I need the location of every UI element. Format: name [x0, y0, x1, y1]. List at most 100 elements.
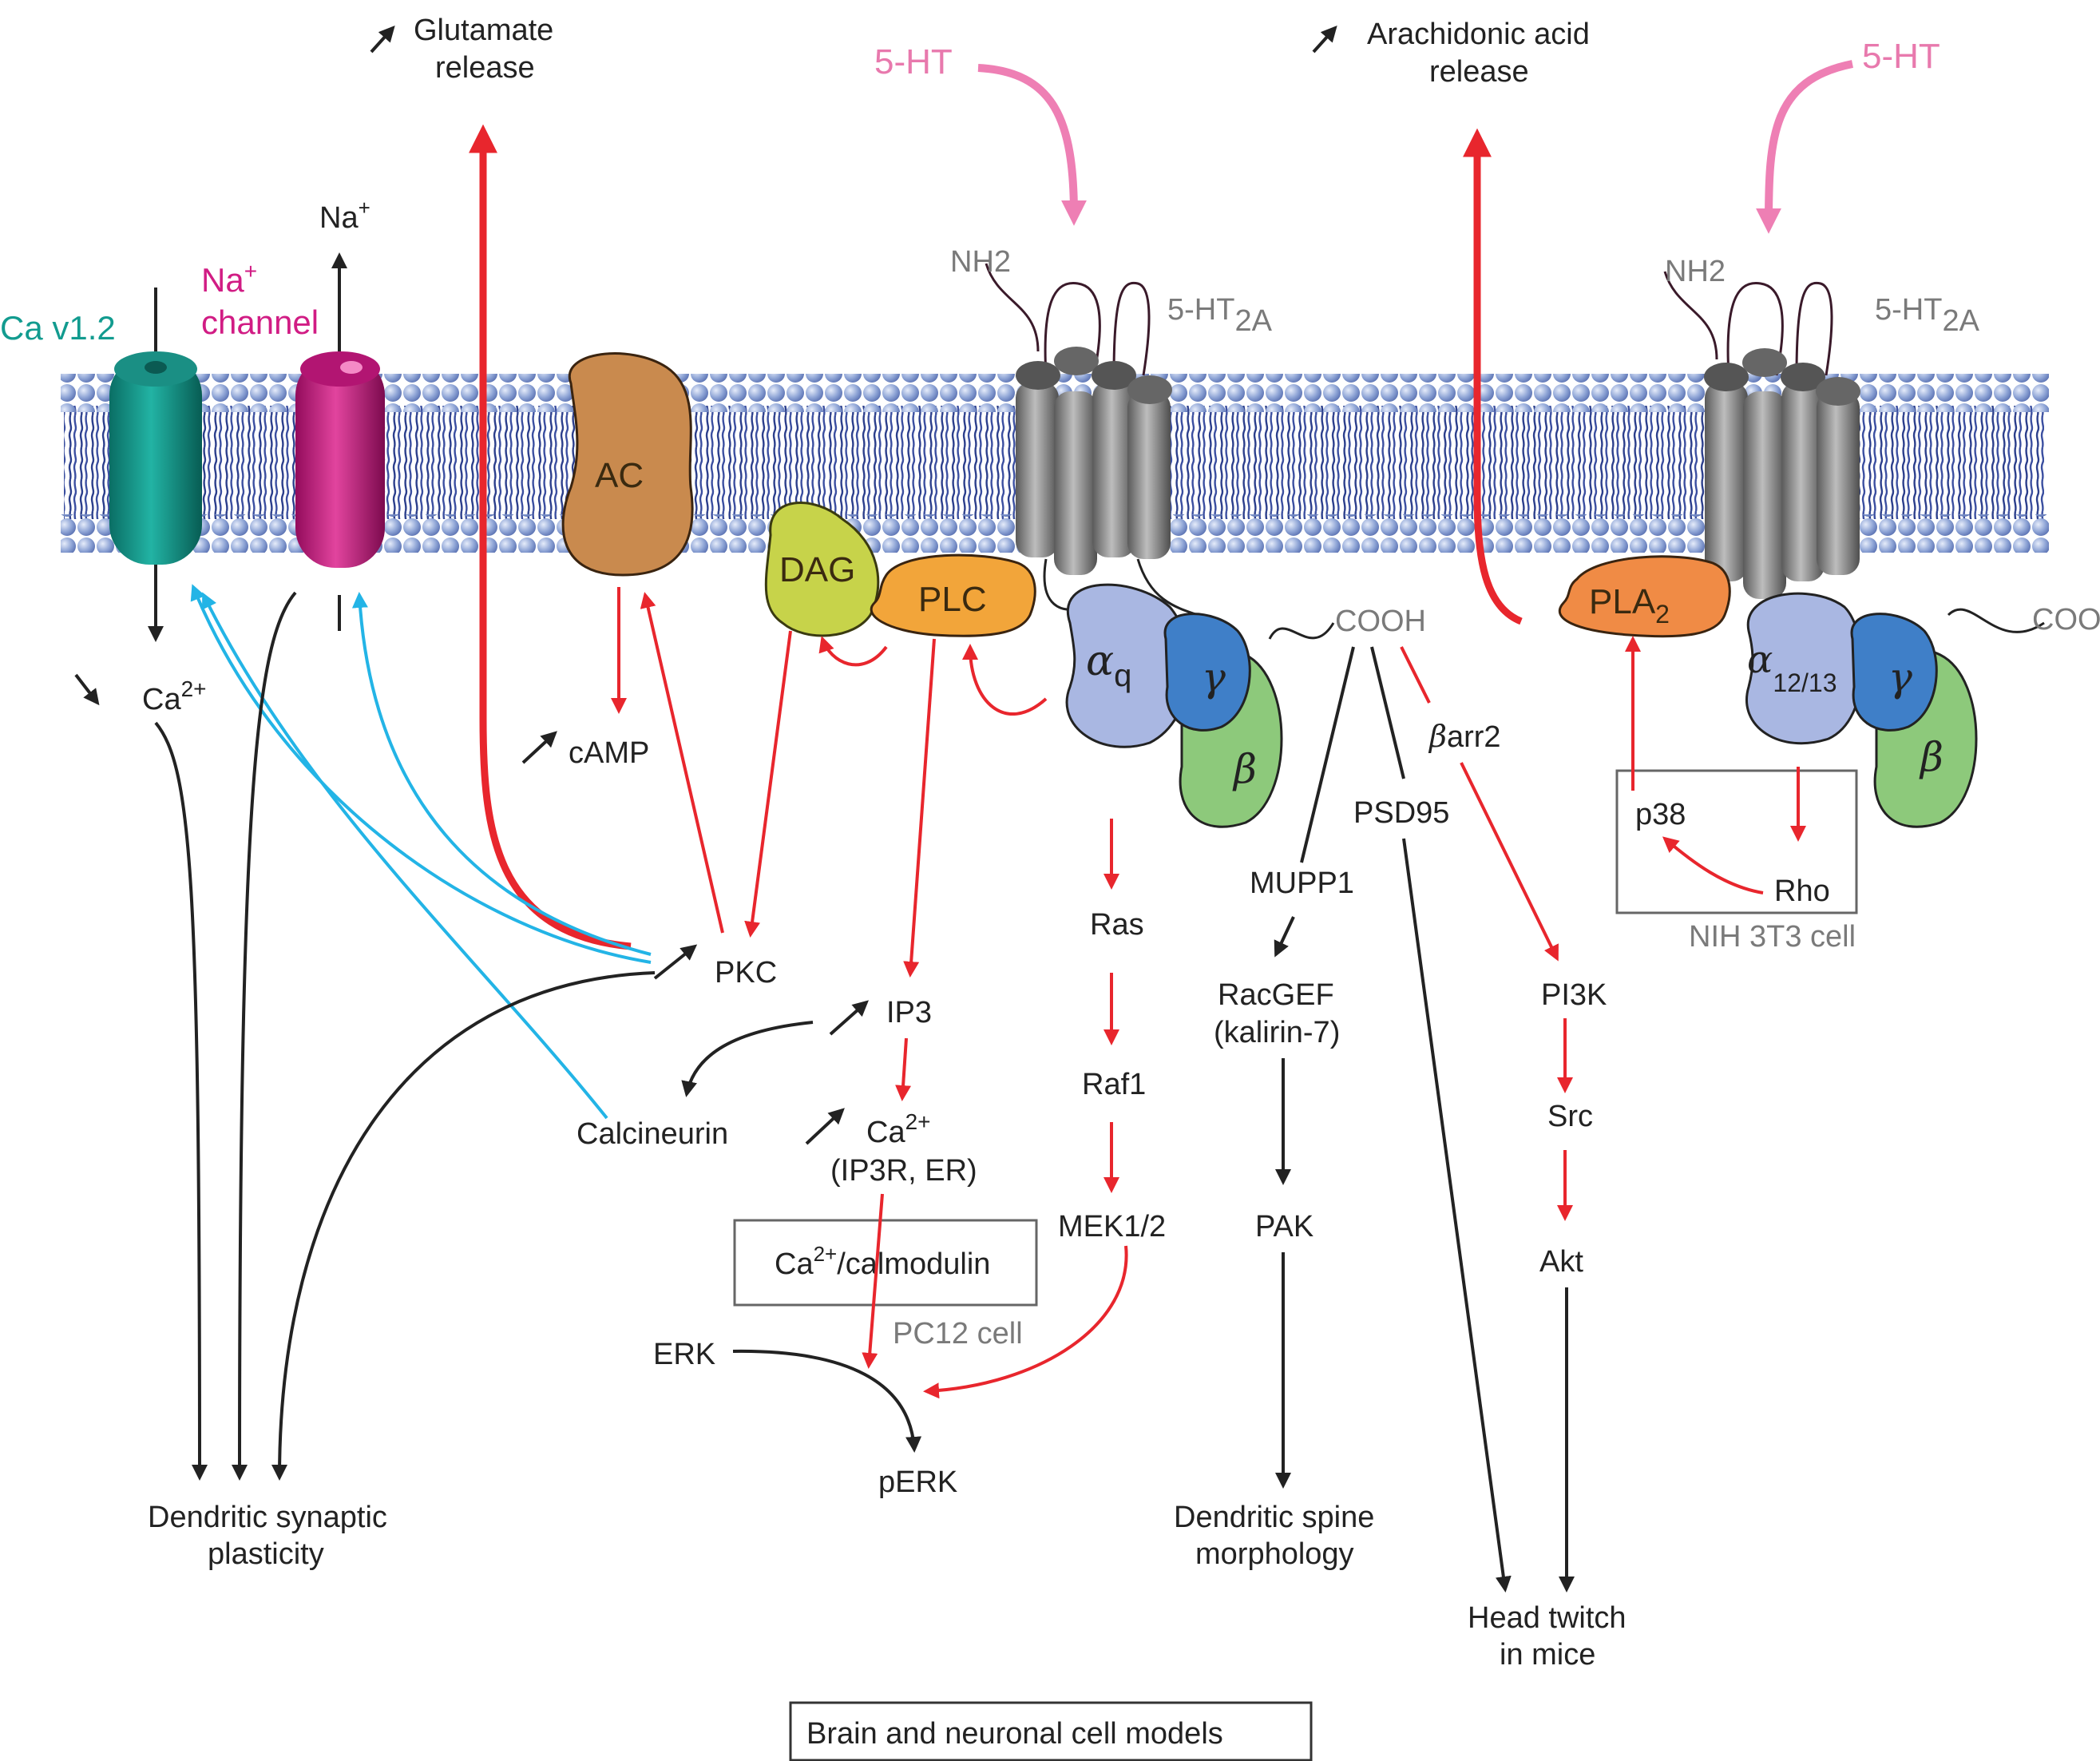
- pla2-label-main: PLA: [1589, 582, 1656, 621]
- receptor1-title: 5-HT2A: [1167, 293, 1273, 338]
- rho-to-p38-arrow: [1662, 836, 1764, 894]
- galphaq-to-plc-arrow: [962, 644, 1048, 716]
- nih3t3-label: NIH 3T3 cell: [1689, 920, 1856, 954]
- glutamate-label-line1: Glutamate: [414, 14, 553, 47]
- headtwitch-label-line2: in mice: [1500, 1638, 1595, 1672]
- gbeta-1-label: β: [1232, 746, 1257, 792]
- racgef-label-line1: RacGEF: [1218, 978, 1334, 1012]
- plasticity-label-line1: Dendritic synaptic: [148, 1501, 387, 1534]
- ca-er-up-icon: [805, 1108, 845, 1145]
- galpha-12-13-greek: α: [1747, 637, 1773, 682]
- na-channel: [295, 252, 385, 631]
- glutamate-up-icon: [370, 26, 395, 54]
- ggamma-2-label: γ: [1888, 654, 1912, 700]
- gbeta-2-label: β: [1919, 734, 1943, 780]
- calmodulin-sup: 2+: [814, 1242, 838, 1266]
- pkc-inhibit-ca-channel-arrow: [190, 584, 652, 964]
- ca-er-main: Ca: [866, 1116, 905, 1149]
- ras-label: Ras: [1090, 908, 1144, 942]
- dag-label: DAG: [779, 550, 855, 589]
- pkc-label: PKC: [715, 956, 777, 990]
- arachidonic-release-arrow: [1463, 128, 1523, 625]
- cooh-to-psd95-line: [1370, 646, 1405, 779]
- headtwitch-label-line1: Head twitch: [1468, 1601, 1627, 1635]
- receptor1-cooh: COOH: [1335, 605, 1426, 638]
- barr2-to-pi3k-arrow: [1460, 762, 1559, 962]
- na-channel-label-line2: channel: [201, 303, 319, 341]
- ac-protein: [561, 352, 694, 577]
- racgef-label-line2: (kalirin-7): [1214, 1016, 1340, 1049]
- camp-label: cAMP: [569, 736, 649, 770]
- mupp1-to-racgef-arrow: [1274, 916, 1295, 958]
- ca-er-sublabel: (IP3R, ER): [830, 1154, 977, 1188]
- ca-channel: [109, 288, 202, 642]
- akt-label: Akt: [1539, 1245, 1583, 1279]
- ip3-to-calcineurin-arrow: [681, 1021, 814, 1097]
- cooh-to-mupp1-line: [1300, 646, 1355, 863]
- ca-label-sup: 2+: [181, 676, 207, 701]
- ca-to-perk-arrow: [862, 1193, 884, 1369]
- dag-to-pkc-arrow: [744, 630, 792, 938]
- pla2-label-sub: 2: [1655, 600, 1670, 629]
- serotonin-arrow-left: [977, 64, 1087, 226]
- receptor1-title-main: 5-HT: [1167, 293, 1234, 327]
- glutamate-release-arrow: [469, 124, 632, 950]
- spine-label-line1: Dendritic spine: [1174, 1501, 1374, 1534]
- plc-to-ip3-arrow: [903, 638, 936, 978]
- rho-label: Rho: [1774, 875, 1830, 908]
- receptor1-nh2: NH2: [950, 245, 1011, 279]
- barr2-greek: β: [1428, 719, 1447, 754]
- dag-molecule: [764, 502, 880, 637]
- glutamate-label-line2: release: [435, 51, 535, 85]
- pc12-label: PC12 cell: [893, 1317, 1023, 1350]
- calcineurin-inhibit-arrow: [202, 592, 608, 1120]
- serotonin-label-right: 5-HT: [1862, 37, 1940, 76]
- footer-box: [789, 1701, 1313, 1761]
- ca-er-label: Ca2+: [866, 1109, 931, 1149]
- ca-channel-label: Ca v1.2: [0, 309, 116, 347]
- na-channel-label-sup: +: [244, 259, 257, 284]
- ac-label: AC: [595, 456, 644, 495]
- arachidonic-label-line1: Arachidonic acid: [1367, 18, 1590, 51]
- ca-label: Ca2+: [142, 676, 207, 716]
- plc-protein: [870, 553, 1036, 637]
- psd95-to-headtwitch-arrow: [1402, 838, 1512, 1592]
- arachidonic-up-icon: [1312, 26, 1337, 54]
- ip3-up-icon: [829, 1000, 869, 1036]
- g-protein-12-13: [1745, 592, 1978, 828]
- src-label: Src: [1547, 1100, 1593, 1133]
- na-channel-label-line1: Na+: [201, 259, 257, 299]
- receptor2-title: 5-HT2A: [1875, 293, 1980, 338]
- serotonin-label-left: 5-HT: [874, 42, 953, 81]
- spine-label-line2: morphology: [1195, 1537, 1354, 1571]
- p38-label: p38: [1635, 798, 1686, 831]
- raf1-label: Raf1: [1082, 1068, 1146, 1101]
- ip3-label: IP3: [886, 996, 932, 1029]
- pak-label: PAK: [1255, 1210, 1313, 1243]
- barr2-label: βarr2: [1428, 719, 1501, 754]
- pla2-protein: [1558, 555, 1731, 638]
- ggamma-1-label: γ: [1202, 654, 1226, 700]
- ip3-to-ca-arrow: [895, 1037, 912, 1101]
- footer-caption: Brain and neuronal cell models: [806, 1717, 1223, 1751]
- erk-to-perk-arrow: [732, 1349, 922, 1453]
- ca-er-sup: 2+: [905, 1109, 931, 1134]
- serotonin-arrow-right: [1756, 60, 1853, 234]
- erk-label: ERK: [653, 1338, 715, 1371]
- na-channel-label-main: Na: [201, 261, 244, 299]
- camp-up-icon: [521, 731, 557, 764]
- galpha-q-greek: α: [1086, 637, 1114, 685]
- calmodulin-pre: Ca: [775, 1247, 814, 1281]
- mek-to-perk-arrow: [923, 1245, 1128, 1399]
- pkc-up-icon: [653, 944, 698, 980]
- psd95-label: PSD95: [1353, 796, 1449, 830]
- receptor2-cooh: COOH: [2032, 603, 2100, 637]
- galpha-12-13-label: α12/13: [1747, 637, 1837, 697]
- g-protein-q: [1065, 583, 1283, 828]
- perk-label: pERK: [878, 1466, 957, 1499]
- ca-label-main: Ca: [142, 683, 181, 716]
- cooh-to-barr2-line: [1400, 646, 1431, 704]
- mek-label: MEK1/2: [1058, 1210, 1166, 1243]
- mupp1-label: MUPP1: [1250, 867, 1354, 900]
